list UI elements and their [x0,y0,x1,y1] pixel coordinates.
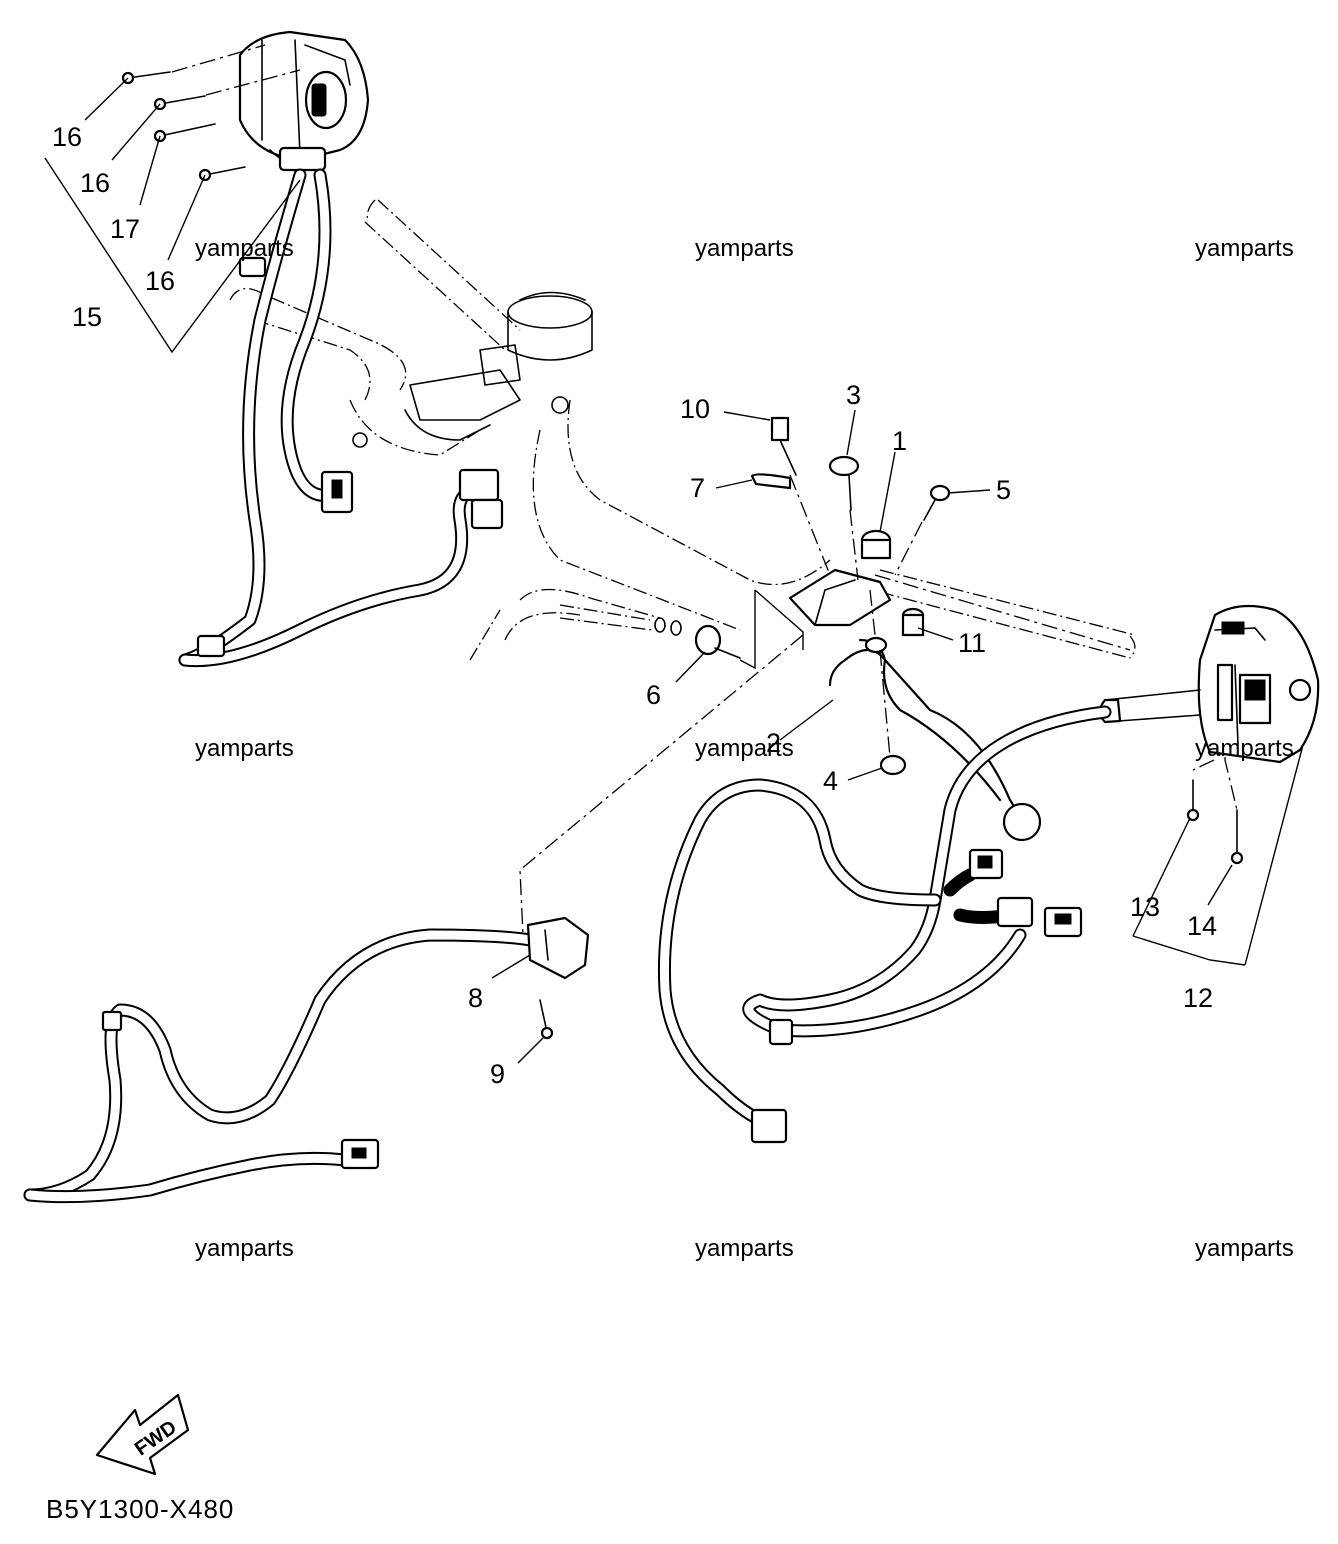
callout-8: 8 [468,983,483,1013]
clutch-lever [828,636,1042,842]
diagram-code: B5Y1300-X480 [46,1494,234,1524]
leader-lines [44,77,1304,1064]
callout-6: 6 [646,680,661,710]
watermark: yamparts [195,735,294,762]
master-cylinder [352,291,593,448]
watermark: yamparts [1195,1235,1294,1262]
clutch-lever-holder [788,529,925,637]
callout-2: 2 [766,728,781,758]
callout-5: 5 [996,475,1011,505]
handlebar-outline [229,199,1136,661]
right-handlebar-switch [1098,604,1320,764]
clutch-switch-harness [23,916,590,1204]
callout-17: 17 [110,214,140,244]
callout-14: 14 [1187,911,1217,941]
callout-12: 12 [1183,983,1213,1013]
callout-1: 1 [892,426,907,456]
callout-10: 10 [680,394,710,424]
watermark: yamparts [695,235,794,262]
assembly-chain-lines [519,474,1238,936]
left-handlebar-switch [238,30,370,172]
watermark: yamparts [695,1235,794,1262]
callout-16-top: 16 [52,122,82,152]
callout-7: 7 [690,473,705,503]
watermark: yamparts [195,235,294,262]
callout-4: 4 [823,766,838,796]
watermark: yamparts [1195,735,1294,762]
small-fasteners [539,416,1244,1040]
callout-16-mid: 16 [80,168,110,198]
callout-16-low: 16 [145,266,175,296]
callout-labels: 1 2 3 4 5 6 7 8 9 10 11 12 13 14 15 16 1… [52,122,1217,1089]
callout-3: 3 [846,380,861,410]
clutch-cable [559,604,682,636]
watermark: yamparts [1195,235,1294,262]
right-harness [657,705,1112,1144]
watermark: yamparts [195,1235,294,1262]
watermarks: yamparts yamparts yamparts yamparts yamp… [195,235,1294,1262]
callout-11: 11 [958,628,986,658]
callout-9: 9 [490,1059,505,1089]
left-harness [178,168,504,668]
forward-arrow-icon: FWD [95,1393,190,1476]
callout-13: 13 [1130,892,1160,922]
watermark: yamparts [695,735,794,762]
callout-15: 15 [72,302,102,332]
